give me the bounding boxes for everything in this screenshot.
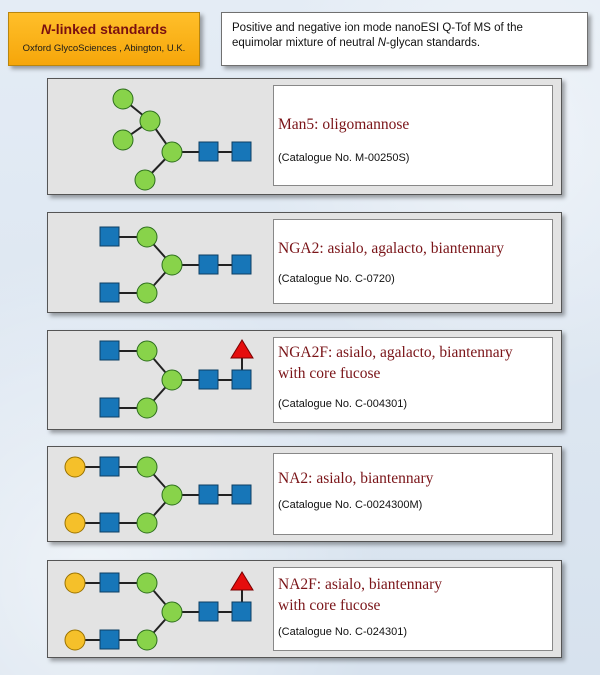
glcnac-node [99, 572, 120, 593]
standard-label-box: NGA2: asialo, agalacto, biantennary (Cat… [273, 219, 553, 304]
glcnac-node [99, 456, 120, 477]
glcnac-node [231, 601, 252, 622]
standard-name: NGA2F: asialo, agalacto, biantennary [278, 344, 513, 361]
glycan-structure-nga2f [99, 339, 254, 419]
standard-name: NA2F: asialo, biantennary [278, 576, 443, 593]
galactose-node [64, 629, 86, 651]
description-line-2: equimolar mixture of neutral N-glycan st… [232, 37, 481, 49]
glcnac-node [198, 484, 219, 505]
glycan-structure-na2 [64, 456, 252, 534]
mannose-node [112, 129, 134, 151]
header-title: N-linked standards [40, 21, 168, 37]
standard-label-box: Man5: oligomannose (Catalogue No. M-0025… [273, 85, 553, 186]
mannose-node [136, 340, 158, 362]
mannose-node [161, 484, 183, 506]
standard-catalogue: (Catalogue No. C-0720) [278, 273, 395, 285]
mannose-node [136, 572, 158, 594]
glcnac-node [231, 484, 252, 505]
mannose-node [139, 110, 161, 132]
glcnac-node [198, 254, 219, 275]
mannose-node [161, 369, 183, 391]
standard-name-continued: with core fucose [278, 365, 381, 382]
glcnac-node [198, 369, 219, 390]
standard-panel-nga2: NGA2: asialo, agalacto, biantennary (Cat… [47, 212, 562, 313]
glycan-structure-nga2 [99, 226, 252, 304]
standard-panel-na2f: NA2F: asialo, biantennary with core fuco… [47, 560, 562, 658]
glcnac-node [231, 369, 252, 390]
glcnac-node [99, 282, 120, 303]
standard-catalogue: (Catalogue No. C-024301) [278, 626, 408, 638]
galactose-node [64, 512, 86, 534]
galactose-node [64, 572, 86, 594]
mannose-node [134, 169, 156, 191]
glcnac-node [198, 601, 219, 622]
mannose-node [161, 254, 183, 276]
mannose-node [136, 512, 158, 534]
header-badge: N-linked standards Oxford GlycoSciences … [8, 12, 200, 66]
standard-label-box: NA2F: asialo, biantennary with core fuco… [273, 567, 553, 651]
standard-catalogue: (Catalogue No. C-004301) [278, 398, 408, 410]
standard-panel-nga2f: NGA2F: asialo, agalacto, biantennary wit… [47, 330, 562, 430]
standard-catalogue: (Catalogue No. C-0024300M) [278, 499, 423, 511]
standard-name: Man5: oligomannose [278, 116, 410, 133]
mannose-node [136, 456, 158, 478]
standard-label-box: NGA2F: asialo, agalacto, biantennary wit… [273, 337, 553, 423]
glcnac-node [99, 226, 120, 247]
standard-label-box: NA2: asialo, biantennary (Catalogue No. … [273, 453, 553, 535]
standard-panel-na2: NA2: asialo, biantennary (Catalogue No. … [47, 446, 562, 542]
standard-name-continued: with core fucose [278, 597, 381, 614]
standard-panel-man5: Man5: oligomannose (Catalogue No. M-0025… [47, 78, 562, 195]
glycan-structure-na2f [64, 571, 254, 651]
mannose-node [161, 141, 183, 163]
standard-name: NA2: asialo, biantennary [278, 470, 434, 487]
fucose-node [230, 339, 254, 359]
standard-catalogue: (Catalogue No. M-00250S) [278, 152, 410, 164]
glcnac-node [99, 340, 120, 361]
glycan-structure-man5 [112, 88, 252, 191]
glcnac-node [99, 397, 120, 418]
mannose-node [112, 88, 134, 110]
standard-name: NGA2: asialo, agalacto, biantennary [278, 240, 504, 257]
fucose-node [230, 571, 254, 591]
glcnac-node [198, 141, 219, 162]
galactose-node [64, 456, 86, 478]
mannose-node [161, 601, 183, 623]
header-subtitle: Oxford GlycoSciences , Abington, U.K. [22, 43, 186, 54]
mannose-node [136, 226, 158, 248]
description-box: Positive and negative ion mode nanoESI Q… [221, 12, 588, 66]
mannose-node [136, 282, 158, 304]
description-line-1: Positive and negative ion mode nanoESI Q… [232, 22, 523, 34]
glcnac-node [99, 512, 120, 533]
glcnac-node [99, 629, 120, 650]
mannose-node [136, 397, 158, 419]
glcnac-node [231, 254, 252, 275]
mannose-node [136, 629, 158, 651]
glcnac-node [231, 141, 252, 162]
